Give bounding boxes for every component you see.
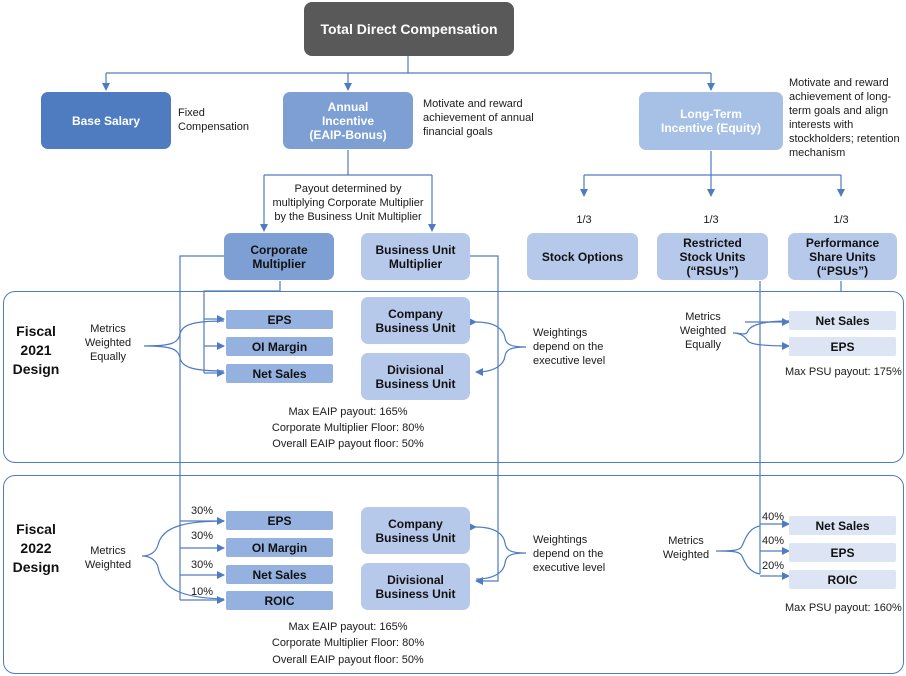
- fy2022-weight-ns: 30%: [191, 559, 214, 571]
- fy2021-frame: [3, 291, 904, 463]
- psu-brace-22: [715, 525, 761, 575]
- weight-brace-22: [468, 522, 527, 580]
- fy2022-eaip-max: Max EAIP payout: 165%: [288, 621, 408, 633]
- fy2022-eaip-overall-floor: Overall EAIP payout floor: 50%: [272, 654, 424, 666]
- fy2022-company-bu-box: Company Business Unit: [361, 507, 470, 554]
- fy2021-metrics-note: Metrics Weighted Equally: [84, 323, 132, 363]
- brace-21: [143, 320, 225, 372]
- fy2021-divisional-bu-box: Divisional Business Unit: [361, 353, 470, 400]
- fraction-rsu: 1/3: [703, 214, 719, 226]
- payout-note: Payout determined by multiplying Corpora…: [272, 183, 424, 223]
- fy2021-weightings-note: Weightings depend on the executive level: [533, 327, 606, 367]
- annual-incentive-desc: Motivate and reward achievement of annua…: [423, 98, 534, 138]
- psu-box: Performance Share Units (“PSUs”): [788, 233, 897, 280]
- fy2022-metric-net-sales: Net Sales: [226, 565, 333, 584]
- fy2022-psu-roic: ROIC: [789, 570, 896, 589]
- fy2022-metric-roic: ROIC: [226, 591, 333, 610]
- fy2021-eaip-max: Max EAIP payout: 165%: [288, 406, 408, 418]
- fy2021-eaip-corp-floor: Corporate Multiplier Floor: 80%: [271, 422, 425, 434]
- annual-incentive-box: Annual Incentive (EAIP-Bonus): [283, 92, 413, 149]
- weight-brace-21: [468, 317, 527, 376]
- fy2022-frame: [3, 475, 904, 674]
- fy2022-divisional-bu-box: Divisional Business Unit: [361, 563, 470, 610]
- fy2022-weight-roic: 10%: [191, 586, 214, 598]
- fy2021-metric-oi-margin: OI Margin: [226, 337, 333, 356]
- fy2022-metric-eps: EPS: [226, 511, 333, 530]
- fy2021-psu-eps: EPS: [789, 337, 896, 356]
- brace-22: [141, 520, 225, 600]
- fy2022-psu-weight-eps: 40%: [762, 535, 785, 547]
- bu-feed: [470, 255, 499, 585]
- business-unit-multiplier-box: Business Unit Multiplier: [361, 233, 470, 280]
- fy2022-psu-weight-ns: 40%: [762, 511, 785, 523]
- long-term-incentive-desc: Motivate and reward achievement of long-…: [789, 77, 900, 159]
- fy2021-psu-max: Max PSU payout: 175%: [785, 366, 902, 378]
- fy2022-psu-eps: EPS: [789, 543, 896, 562]
- fy2022-label: Fiscal 2022 Design: [12, 521, 60, 575]
- tdc-title: Total Direct Compensation: [304, 2, 514, 56]
- corp-feed-22: [179, 255, 224, 600]
- fy2022-psu-max: Max PSU payout: 160%: [785, 602, 902, 614]
- fy2022-psu-metrics-note: Metrics Weighted: [662, 535, 710, 561]
- fy2021-metric-eps: EPS: [226, 310, 333, 329]
- base-salary-desc: Fixed Compensation: [178, 107, 249, 133]
- fy2022-metric-oi-margin: OI Margin: [226, 538, 333, 557]
- corporate-multiplier-box: Corporate Multiplier: [224, 233, 334, 280]
- fy2022-psu-net-sales: Net Sales: [789, 516, 896, 535]
- fy2021-metric-net-sales: Net Sales: [226, 364, 333, 383]
- fy2022-weightings-note: Weightings depend on the executive level: [533, 534, 606, 574]
- psu-brace-21: [732, 320, 790, 350]
- fy2022-psu-weight-roic: 20%: [762, 560, 785, 572]
- fy2021-psu-net-sales: Net Sales: [789, 311, 896, 330]
- base-salary-box: Base Salary: [41, 92, 171, 149]
- stock-options-box: Stock Options: [527, 233, 638, 280]
- fy2022-eaip-corp-floor: Corporate Multiplier Floor: 80%: [271, 637, 425, 649]
- rsu-box: Restricted Stock Units (“RSUs”): [657, 233, 768, 280]
- fy2021-company-bu-box: Company Business Unit: [361, 297, 470, 344]
- fy2021-label: Fiscal 2021 Design: [12, 323, 60, 377]
- fy2022-metrics-note: Metrics Weighted: [84, 545, 132, 571]
- long-term-incentive-box: Long-Term Incentive (Equity): [639, 92, 783, 150]
- fraction-psu: 1/3: [833, 214, 849, 226]
- fy2022-weight-eps: 30%: [191, 505, 214, 517]
- fy2021-psu-metrics-note: Metrics Weighted Equally: [679, 311, 727, 351]
- fy2021-eaip-overall-floor: Overall EAIP payout floor: 50%: [272, 438, 424, 450]
- fraction-stock-options: 1/3: [576, 214, 592, 226]
- fy2022-weight-oi: 30%: [191, 530, 214, 542]
